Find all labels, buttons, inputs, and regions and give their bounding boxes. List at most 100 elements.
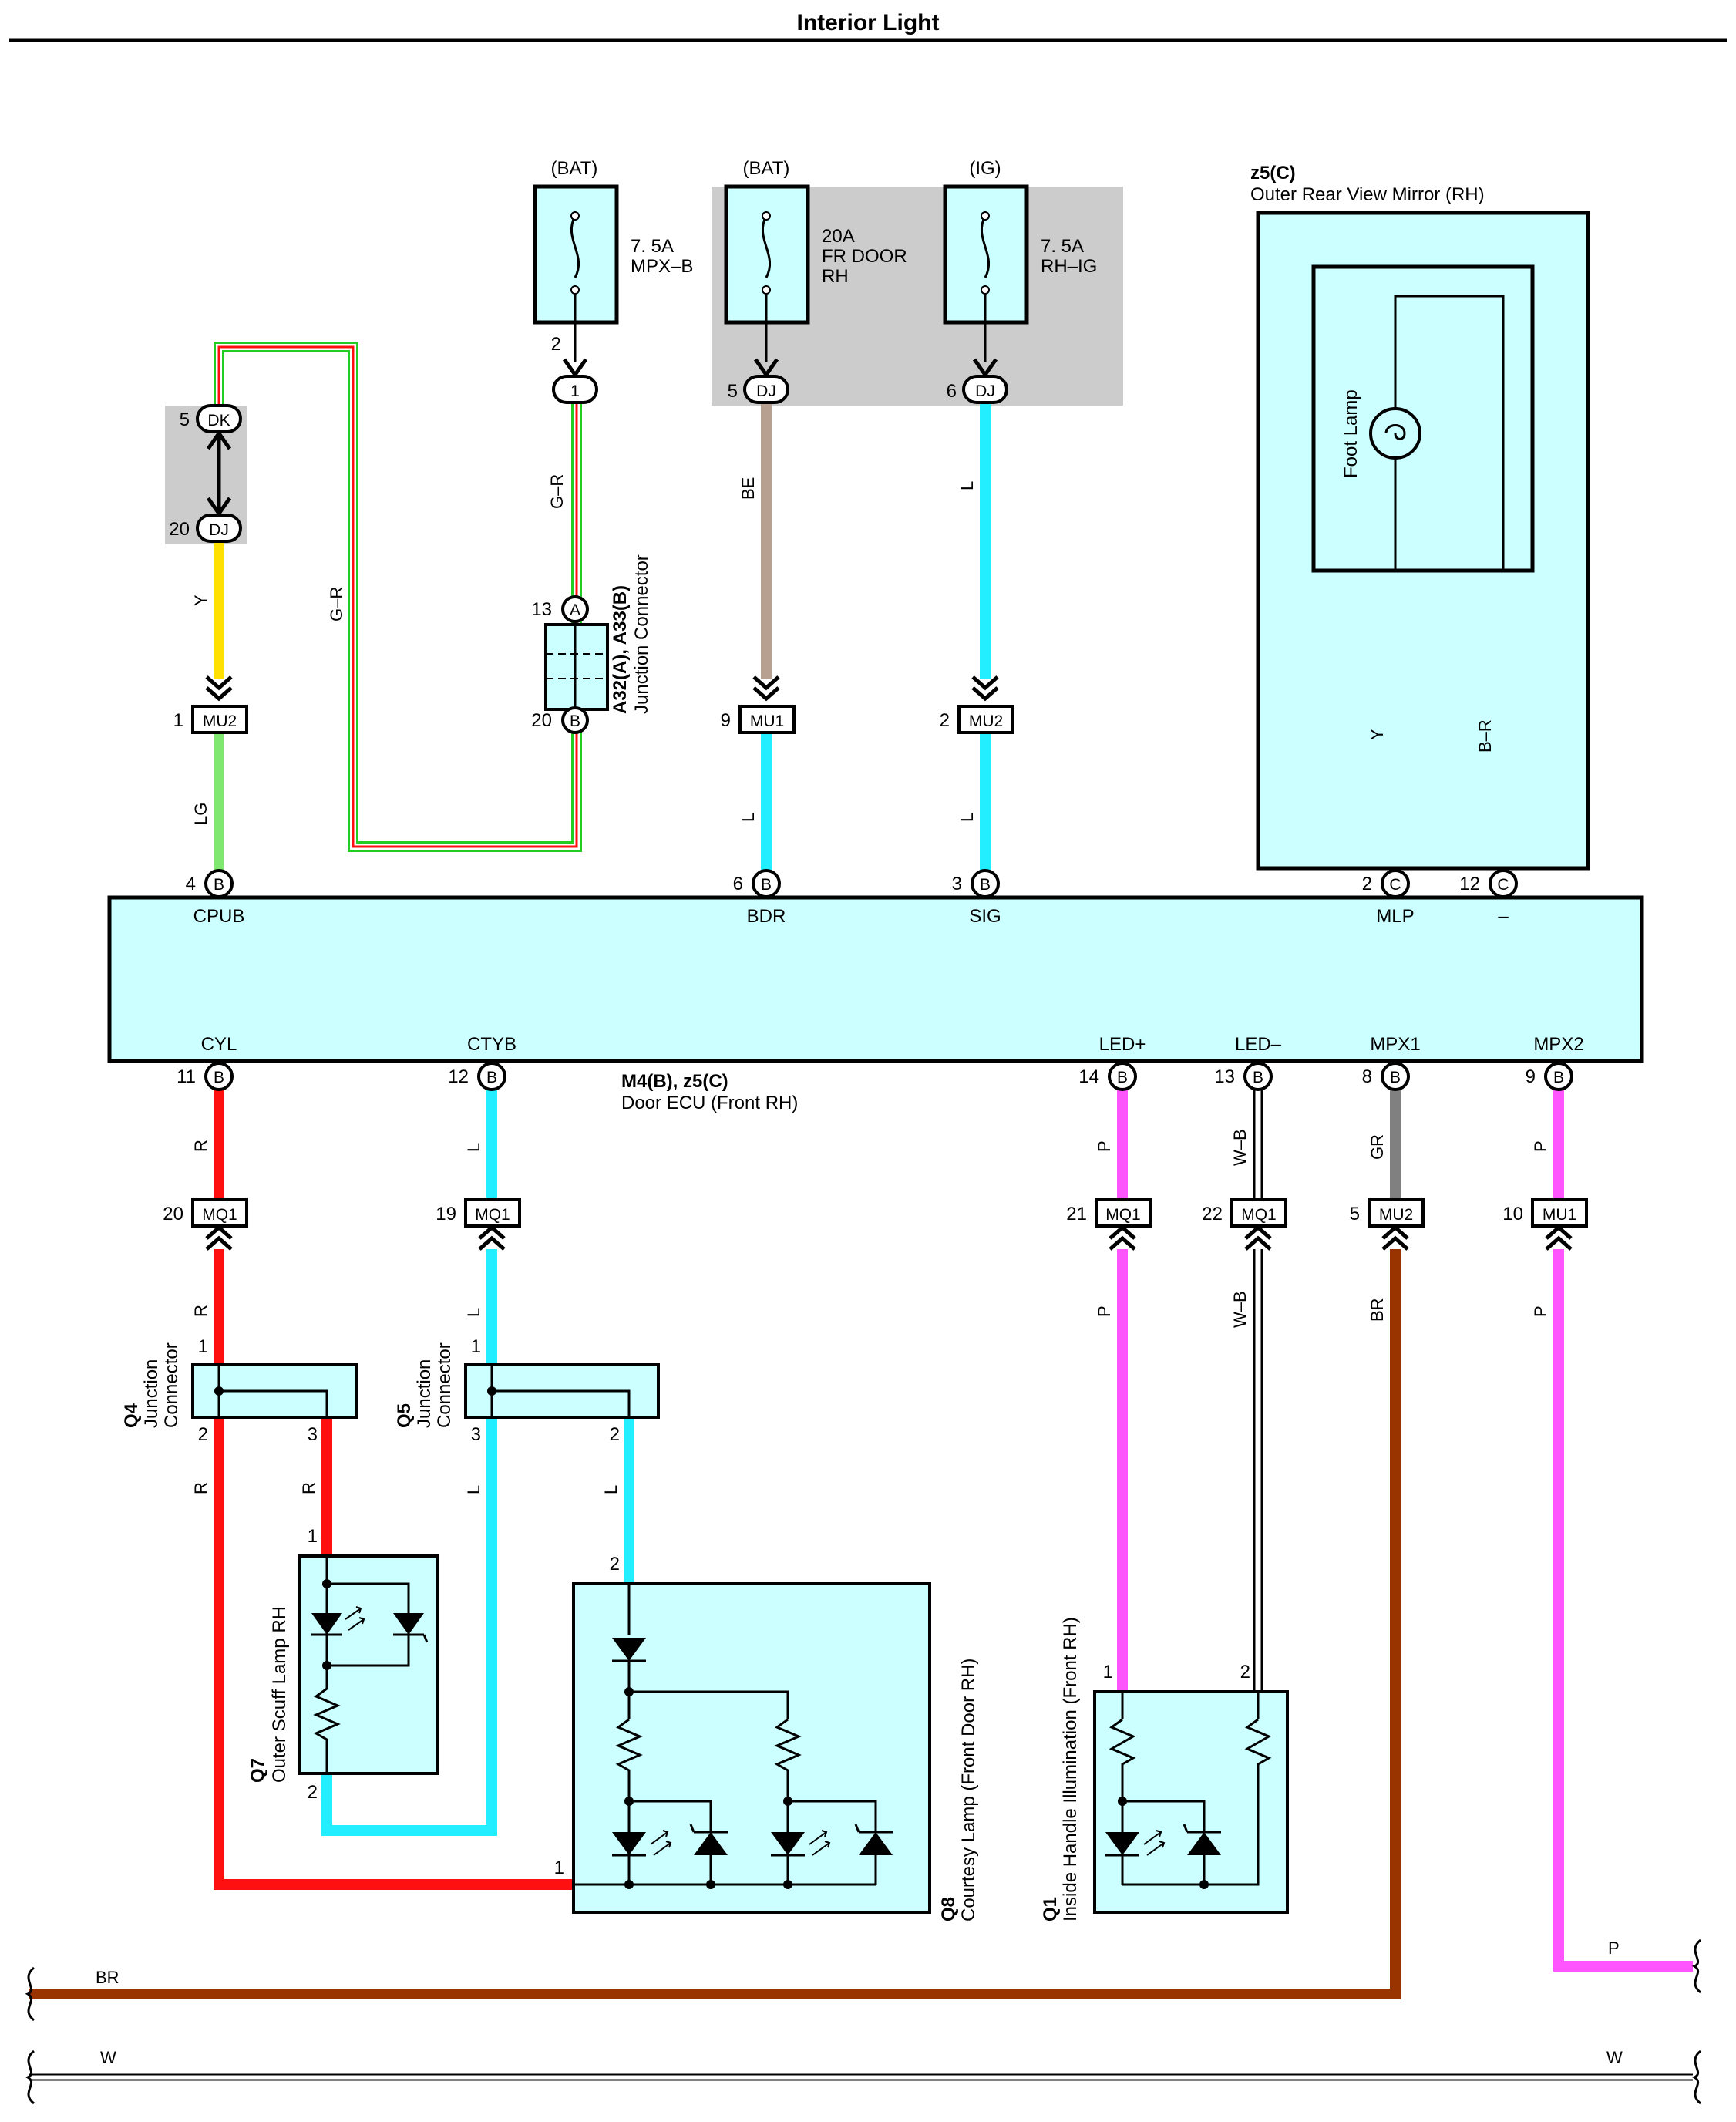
conn-mq1-ctyb: MQ1 xyxy=(475,1206,510,1224)
ecu-pin-mlp-num: 2 xyxy=(1362,874,1372,894)
wire-br-mpx1 xyxy=(29,1249,1401,1999)
inside-handle-illumination-q1: 1 2 Q1 Inside Handle Illumination (Front… xyxy=(1040,1617,1289,1922)
q8-code: Q8 xyxy=(938,1897,959,1922)
ecu-pin-ctyb-conn: B xyxy=(486,1069,497,1086)
wire-label-g-r-right: G–R xyxy=(547,474,567,509)
courtesy-lamp-q8: 2 1 Q8 Courtesy Lamp (F xyxy=(554,1554,979,1922)
fuse-fr-door-name2: RH xyxy=(822,266,849,287)
q1-name: Inside Handle Illumination (Front RH) xyxy=(1060,1617,1081,1922)
wire-label-b-r-mirror: B–R xyxy=(1475,719,1495,753)
a32-pin-bot: 20 xyxy=(531,710,552,731)
fuse-rh-ig: (IG) 7. 5A RH–IG 6 DJ xyxy=(943,158,1097,404)
conn-mq1-cyl-pin: 20 xyxy=(163,1204,183,1224)
conn-mu2-cpub-pin: 1 xyxy=(173,710,183,731)
wire-label-y: Y xyxy=(191,594,210,606)
q4-pin-1: 1 xyxy=(198,1336,208,1357)
fuse-fr-door-rating: 20A xyxy=(822,226,855,247)
ecu-pin-mpx2-conn: B xyxy=(1553,1069,1564,1086)
fuse-mpx-b-pin: 2 xyxy=(551,334,561,355)
conn-mq1-ledp-pin: 21 xyxy=(1066,1204,1087,1224)
ecu-pin-mpx1-conn: B xyxy=(1390,1069,1401,1086)
dj-pin: 20 xyxy=(169,519,190,540)
a32-name: Junction Connector xyxy=(631,554,652,714)
q5-code: Q5 xyxy=(394,1403,415,1428)
q5-pin-3: 3 xyxy=(471,1424,481,1445)
fuse-rh-ig-conn: DJ xyxy=(975,382,995,400)
q8-pin-1: 1 xyxy=(554,1858,564,1878)
outer-rear-view-mirror: z5(C) Outer Rear View Mirror (RH) Foot L… xyxy=(1250,163,1590,871)
fuse-rh-ig-source: (IG) xyxy=(969,158,1001,179)
wire-label-p-1: P xyxy=(1095,1140,1114,1152)
q1-pin-1: 1 xyxy=(1103,1662,1113,1682)
wire-label-l-1: L xyxy=(464,1143,483,1152)
ecu-pin-ctyb-num: 12 xyxy=(448,1066,469,1087)
ecu-pin-bdr-num: 6 xyxy=(733,874,743,894)
wire-label-p-3: P xyxy=(1531,1140,1550,1152)
conn-mu1-bdr: MU1 xyxy=(750,712,784,730)
a32-conn-bot: B xyxy=(570,712,580,730)
ecu-pin-cyl-num: 11 xyxy=(177,1066,196,1087)
wire-label-y-mirror: Y xyxy=(1368,729,1387,740)
conn-mq1-ledp: MQ1 xyxy=(1105,1206,1141,1224)
conn-mu1-bdr-pin: 9 xyxy=(721,710,731,731)
q7-pin-1: 1 xyxy=(308,1526,318,1547)
wire-label-br-bus: BR xyxy=(96,1968,119,1987)
ecu-term-cyl: CYL xyxy=(201,1034,237,1055)
wire-break-marks xyxy=(25,1938,1702,2105)
ecu-pin-ledm-num: 13 xyxy=(1214,1066,1235,1087)
wire-label-gr: GR xyxy=(1368,1134,1387,1160)
q1-pin-2: 2 xyxy=(1240,1662,1250,1682)
ecu-pin-gnd-num: 12 xyxy=(1459,874,1480,894)
ecu-name: Door ECU (Front RH) xyxy=(621,1093,798,1113)
wire-label-r-3: R xyxy=(191,1482,210,1494)
wire-labels: Y LG G–R G–R BE L L L Y B–R R R R R L L … xyxy=(96,474,1623,2067)
ecu-term-ledp: LED+ xyxy=(1099,1034,1146,1055)
wire-label-wb-1: W–B xyxy=(1230,1129,1250,1166)
junction-connector-q4: 1 2 3 Q4 Junction Connector xyxy=(121,1336,358,1445)
conn-mu1-mpx2: MU1 xyxy=(1543,1206,1576,1224)
ecu-code: M4(B), z5(C) xyxy=(621,1071,728,1092)
q4-code: Q4 xyxy=(121,1403,142,1428)
wire-label-w-right: W xyxy=(1606,2048,1623,2067)
wire-label-l-2: L xyxy=(464,1308,483,1317)
wire-r-q4-to-q8 xyxy=(214,1417,574,1890)
ecu-term-sig: SIG xyxy=(969,906,1001,927)
junction-connector-a32-a33: A 13 B 20 A32(A), A33(B) Junction Connec… xyxy=(531,554,652,734)
dk-dj-connector: DK 5 DJ 20 xyxy=(169,404,242,543)
ecu-pin-cpub-conn: B xyxy=(214,876,224,894)
ecu-term-gnd: – xyxy=(1498,906,1509,927)
q4-pin-2: 2 xyxy=(198,1424,208,1445)
foot-lamp-label: Foot Lamp xyxy=(1341,389,1361,478)
conn-mq1-ledm-pin: 22 xyxy=(1202,1204,1223,1224)
fuse-mpx-b-rating: 7. 5A xyxy=(631,236,674,257)
fuse-fr-door-rh: (BAT) 20A FR DOOR RH 5 DJ xyxy=(724,158,907,404)
q8-pin-2: 2 xyxy=(610,1554,620,1575)
wire-label-g-r-left: G–R xyxy=(327,587,346,621)
conn-mu2-cpub: MU2 xyxy=(203,712,237,730)
conn-mu1-mpx2-pin: 10 xyxy=(1502,1204,1523,1224)
wire-label-p-2: P xyxy=(1095,1305,1114,1317)
mirror-name: Outer Rear View Mirror (RH) xyxy=(1250,184,1485,205)
conn-mu2-mpx1: MU2 xyxy=(1379,1206,1413,1224)
fuse-rh-ig-name: RH–IG xyxy=(1041,256,1097,277)
wire-label-lg: LG xyxy=(191,803,210,825)
ecu-pin-ledp-conn: B xyxy=(1117,1069,1128,1086)
wire-l-q7-to-q5 xyxy=(321,1417,497,1836)
wire-p-mpx2-lower xyxy=(1553,1249,1693,1972)
ecu-pin-mpx2-num: 9 xyxy=(1526,1066,1536,1087)
ecu-term-ctyb: CTYB xyxy=(467,1034,516,1055)
lower-connectors: MQ1 20 MQ1 19 MQ1 21 MQ1 22 MU2 5 MU1 10 xyxy=(163,1198,1588,1251)
fuse-rh-ig-pin: 6 xyxy=(947,381,957,402)
wire-label-r-2: R xyxy=(191,1305,210,1317)
ecu-pin-sig-num: 3 xyxy=(952,874,962,894)
ecu-term-mpx1: MPX1 xyxy=(1370,1034,1420,1055)
wire-label-wb-2: W–B xyxy=(1230,1291,1250,1328)
ecu-term-bdr: BDR xyxy=(747,906,786,927)
wire-label-l-ig: L xyxy=(957,481,977,490)
upper-connectors: MU2 1 MU1 9 MU2 2 xyxy=(173,675,1014,734)
ecu-pin-cpub-num: 4 xyxy=(186,874,196,894)
ecu-pin-cyl-conn: B xyxy=(214,1069,224,1086)
wire-label-l-sig: L xyxy=(957,813,977,822)
door-ecu-box xyxy=(107,895,1644,1063)
